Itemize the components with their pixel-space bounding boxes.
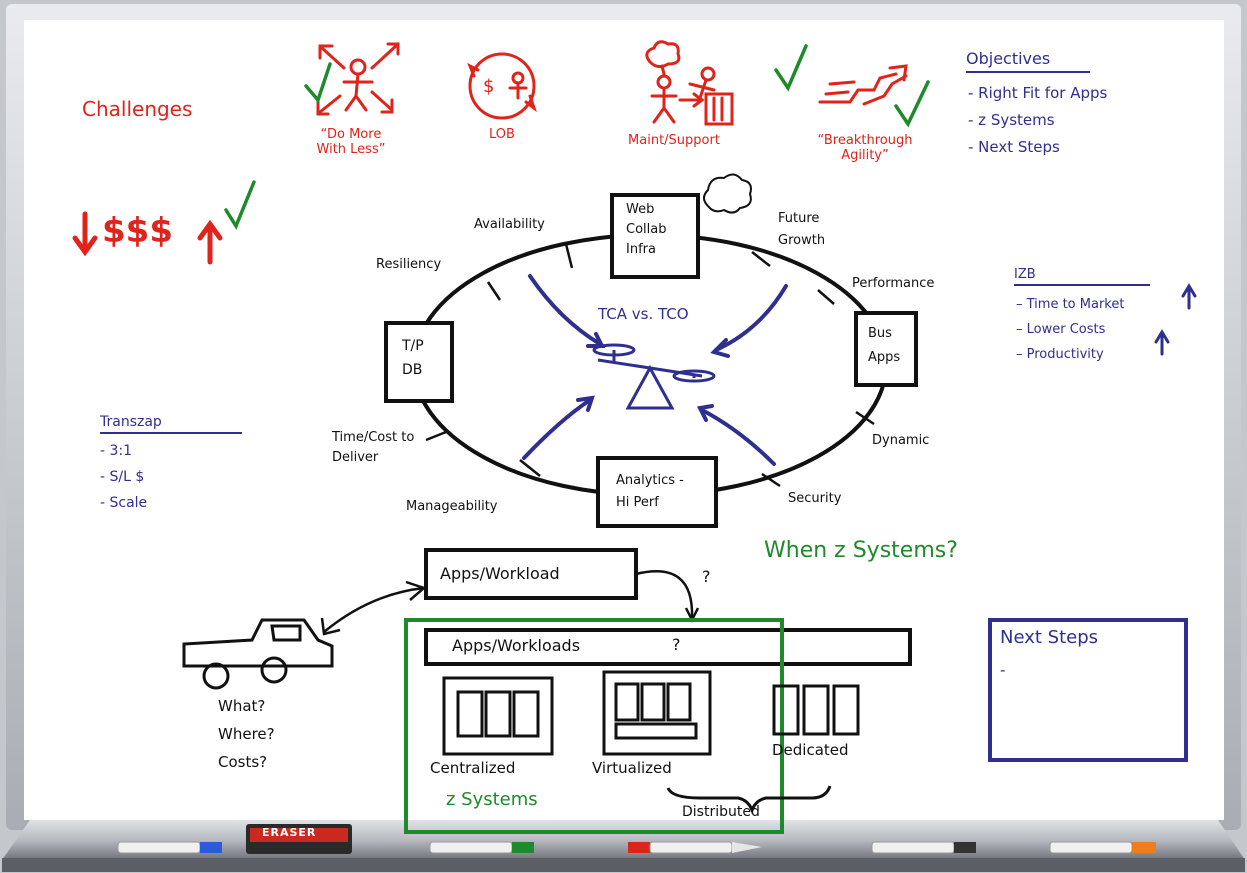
eraser-label: ERASER	[262, 826, 317, 839]
izb-item: – Lower Costs	[1016, 322, 1106, 337]
transzap-item: - S/L $	[100, 469, 145, 485]
when-z-systems-title: When z Systems?	[764, 538, 958, 563]
breakthrough-arrows-icon	[818, 64, 908, 106]
attr-resiliency: Resiliency	[376, 257, 442, 272]
attr-dynamic: Dynamic	[872, 433, 930, 448]
balance-scale-icon	[592, 343, 716, 410]
arrow-up-icon	[1181, 283, 1197, 310]
checkmark-icon	[894, 80, 930, 128]
dollar-icon: $	[483, 76, 494, 97]
web-collab-infra-box	[610, 193, 700, 279]
cost-symbol: $$$	[102, 211, 173, 251]
izb-title: IZB	[1014, 267, 1036, 282]
objectives-list: - Right Fit for Apps - z Systems - Next …	[968, 80, 1107, 161]
attr-availability: Availability	[474, 217, 545, 232]
centralized-server-icon	[442, 676, 554, 756]
objectives-title: Objectives	[966, 49, 1051, 68]
analytics-box	[596, 456, 718, 528]
dedicated-server-icon	[772, 684, 860, 736]
cloud-icon	[703, 173, 752, 214]
attr-manageability: Manageability	[406, 499, 498, 514]
distributed-brace	[666, 785, 832, 815]
izb-list: – Time to Market – Lower Costs – Product…	[1016, 292, 1124, 367]
inward-arrows	[522, 274, 788, 466]
question-mark-1: ?	[702, 567, 711, 586]
eraser-icon	[246, 824, 352, 854]
objective-item: - Next Steps	[968, 138, 1060, 156]
transzap-item: - 3:1	[100, 443, 133, 459]
challenges-title: Challenges	[82, 97, 193, 121]
ellipse-tick-marks	[425, 243, 875, 488]
apps-workloads-bar	[424, 628, 912, 666]
truck-icon	[182, 618, 334, 690]
transzap-list: - 3:1 - S/L $ - Scale	[100, 438, 147, 516]
maintenance-figure-icon	[645, 40, 734, 126]
arrow-down-icon	[72, 211, 98, 257]
apps-workload-label: Apps/Workload	[440, 564, 560, 583]
arrow-up-icon	[197, 219, 223, 265]
transzap-item: - Scale	[100, 495, 148, 511]
transzap-title: Transzap	[100, 414, 162, 430]
objective-item: - z Systems	[968, 111, 1055, 129]
tca-vs-tco-label: TCA vs. TCO	[598, 305, 689, 323]
next-steps-box	[988, 618, 1188, 762]
checkmark-icon	[304, 62, 332, 104]
marker-orange	[1049, 841, 1156, 854]
workload-arrow	[635, 570, 694, 619]
izb-item: – Productivity	[1016, 347, 1104, 362]
virtualized-server-icon	[602, 670, 712, 756]
truck-link-arrow	[323, 586, 425, 633]
marker-red	[628, 841, 762, 854]
dedicated-label: Dedicated	[772, 741, 849, 759]
stick-figure-arrows-icon	[316, 42, 400, 116]
z-systems-label: z Systems	[446, 789, 538, 810]
z-systems-boundary	[404, 618, 784, 834]
tp-db-box	[384, 321, 454, 403]
next-steps-item: -	[1000, 661, 1006, 679]
analytics-label: Analytics -Hi Perf	[616, 473, 684, 510]
arrow-up-icon	[1154, 329, 1170, 356]
attr-performance: Performance	[852, 276, 935, 291]
lob-cycle-icon	[467, 52, 537, 120]
marker-tray	[2, 820, 1245, 860]
challenge-lob: LOB	[489, 127, 515, 142]
apps-workloads-label: Apps/Workloads	[452, 636, 581, 655]
izb-item: – Time to Market	[1016, 297, 1125, 312]
next-steps-title: Next Steps	[1000, 627, 1099, 648]
attr-security: Security	[788, 491, 842, 506]
distributed-label: Distributed	[682, 804, 760, 820]
centralized-label: Centralized	[430, 759, 516, 777]
marker-black	[871, 841, 976, 854]
challenge-maint-support: Maint/Support	[628, 133, 720, 148]
objective-item: - Right Fit for Apps	[968, 84, 1108, 102]
question-mark-2: ?	[672, 635, 681, 654]
marker-blue	[117, 841, 222, 854]
checkmark-icon	[774, 44, 808, 92]
bus-apps-box	[854, 311, 918, 387]
marker-green	[429, 841, 534, 854]
truck-questions: What?Where?Costs?	[218, 697, 275, 771]
checkmark-icon	[224, 180, 256, 230]
virtualized-label: Virtualized	[592, 759, 672, 777]
